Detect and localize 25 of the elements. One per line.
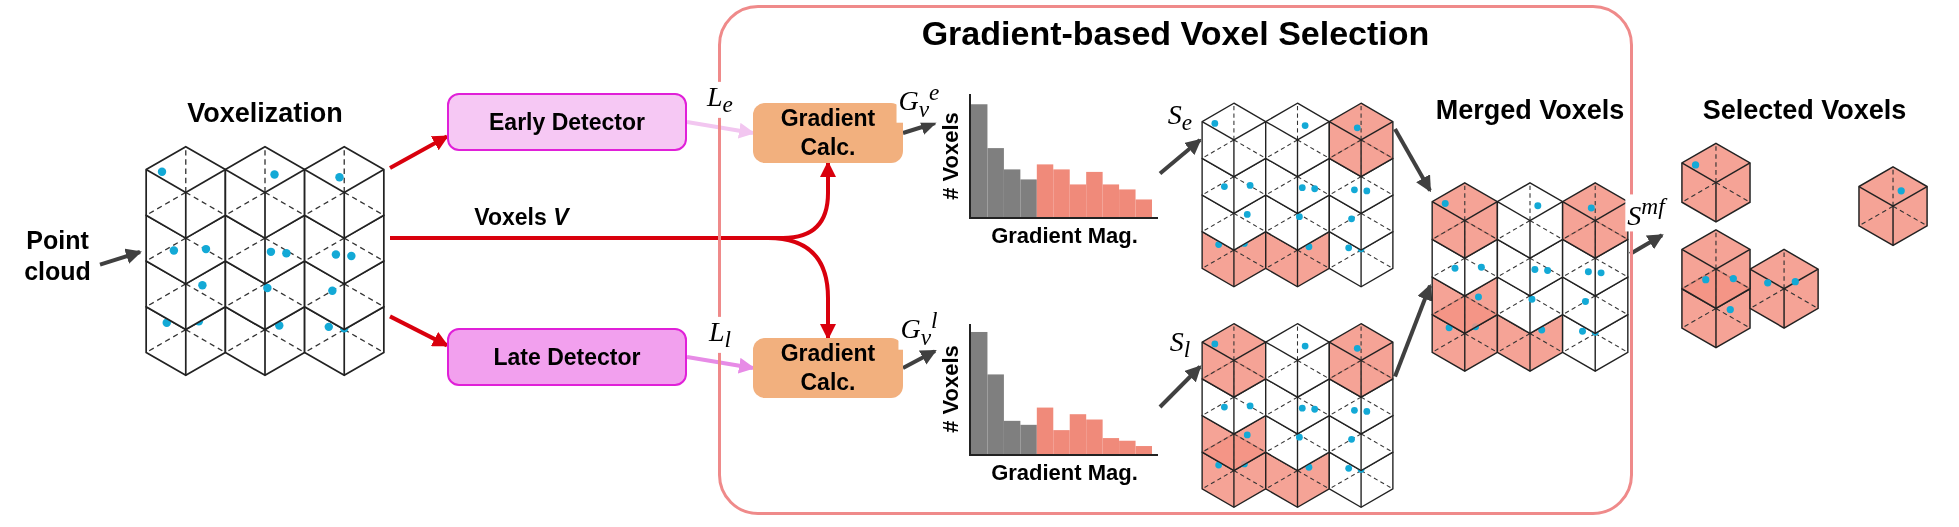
arrow [902,349,937,370]
arrow [1158,138,1202,176]
edge-label: L$_{e}$ [705,81,735,119]
axis-label: Gradient Mag. [991,223,1138,249]
drawing-heading: Selected Voxels [1702,95,1907,126]
arrow [1393,283,1433,378]
arrow [1158,365,1202,409]
arrow [389,314,449,348]
arrow [389,134,449,170]
arrow [686,355,755,374]
drawing-heading: Merged Voxels [1435,95,1625,126]
arrow [390,236,836,340]
axis-label: Gradient Mag. [991,460,1138,486]
arrow [686,120,755,139]
axis-label: # Voxels [938,345,964,433]
drawing-heading: Voxelization [187,98,343,129]
edge-label: L$_{l}$ [706,316,734,354]
detector-box: Late Detector [447,328,687,386]
detector-box: Early Detector [447,93,687,151]
input-label: Point cloud [15,225,100,289]
group-title: Gradient-based Voxel Selection [921,14,1430,53]
arrow [99,248,142,267]
edge-label: S$^{mf}$ [1625,194,1667,232]
process-box: Gradient Calc. [753,338,903,398]
arrow [1393,128,1432,193]
